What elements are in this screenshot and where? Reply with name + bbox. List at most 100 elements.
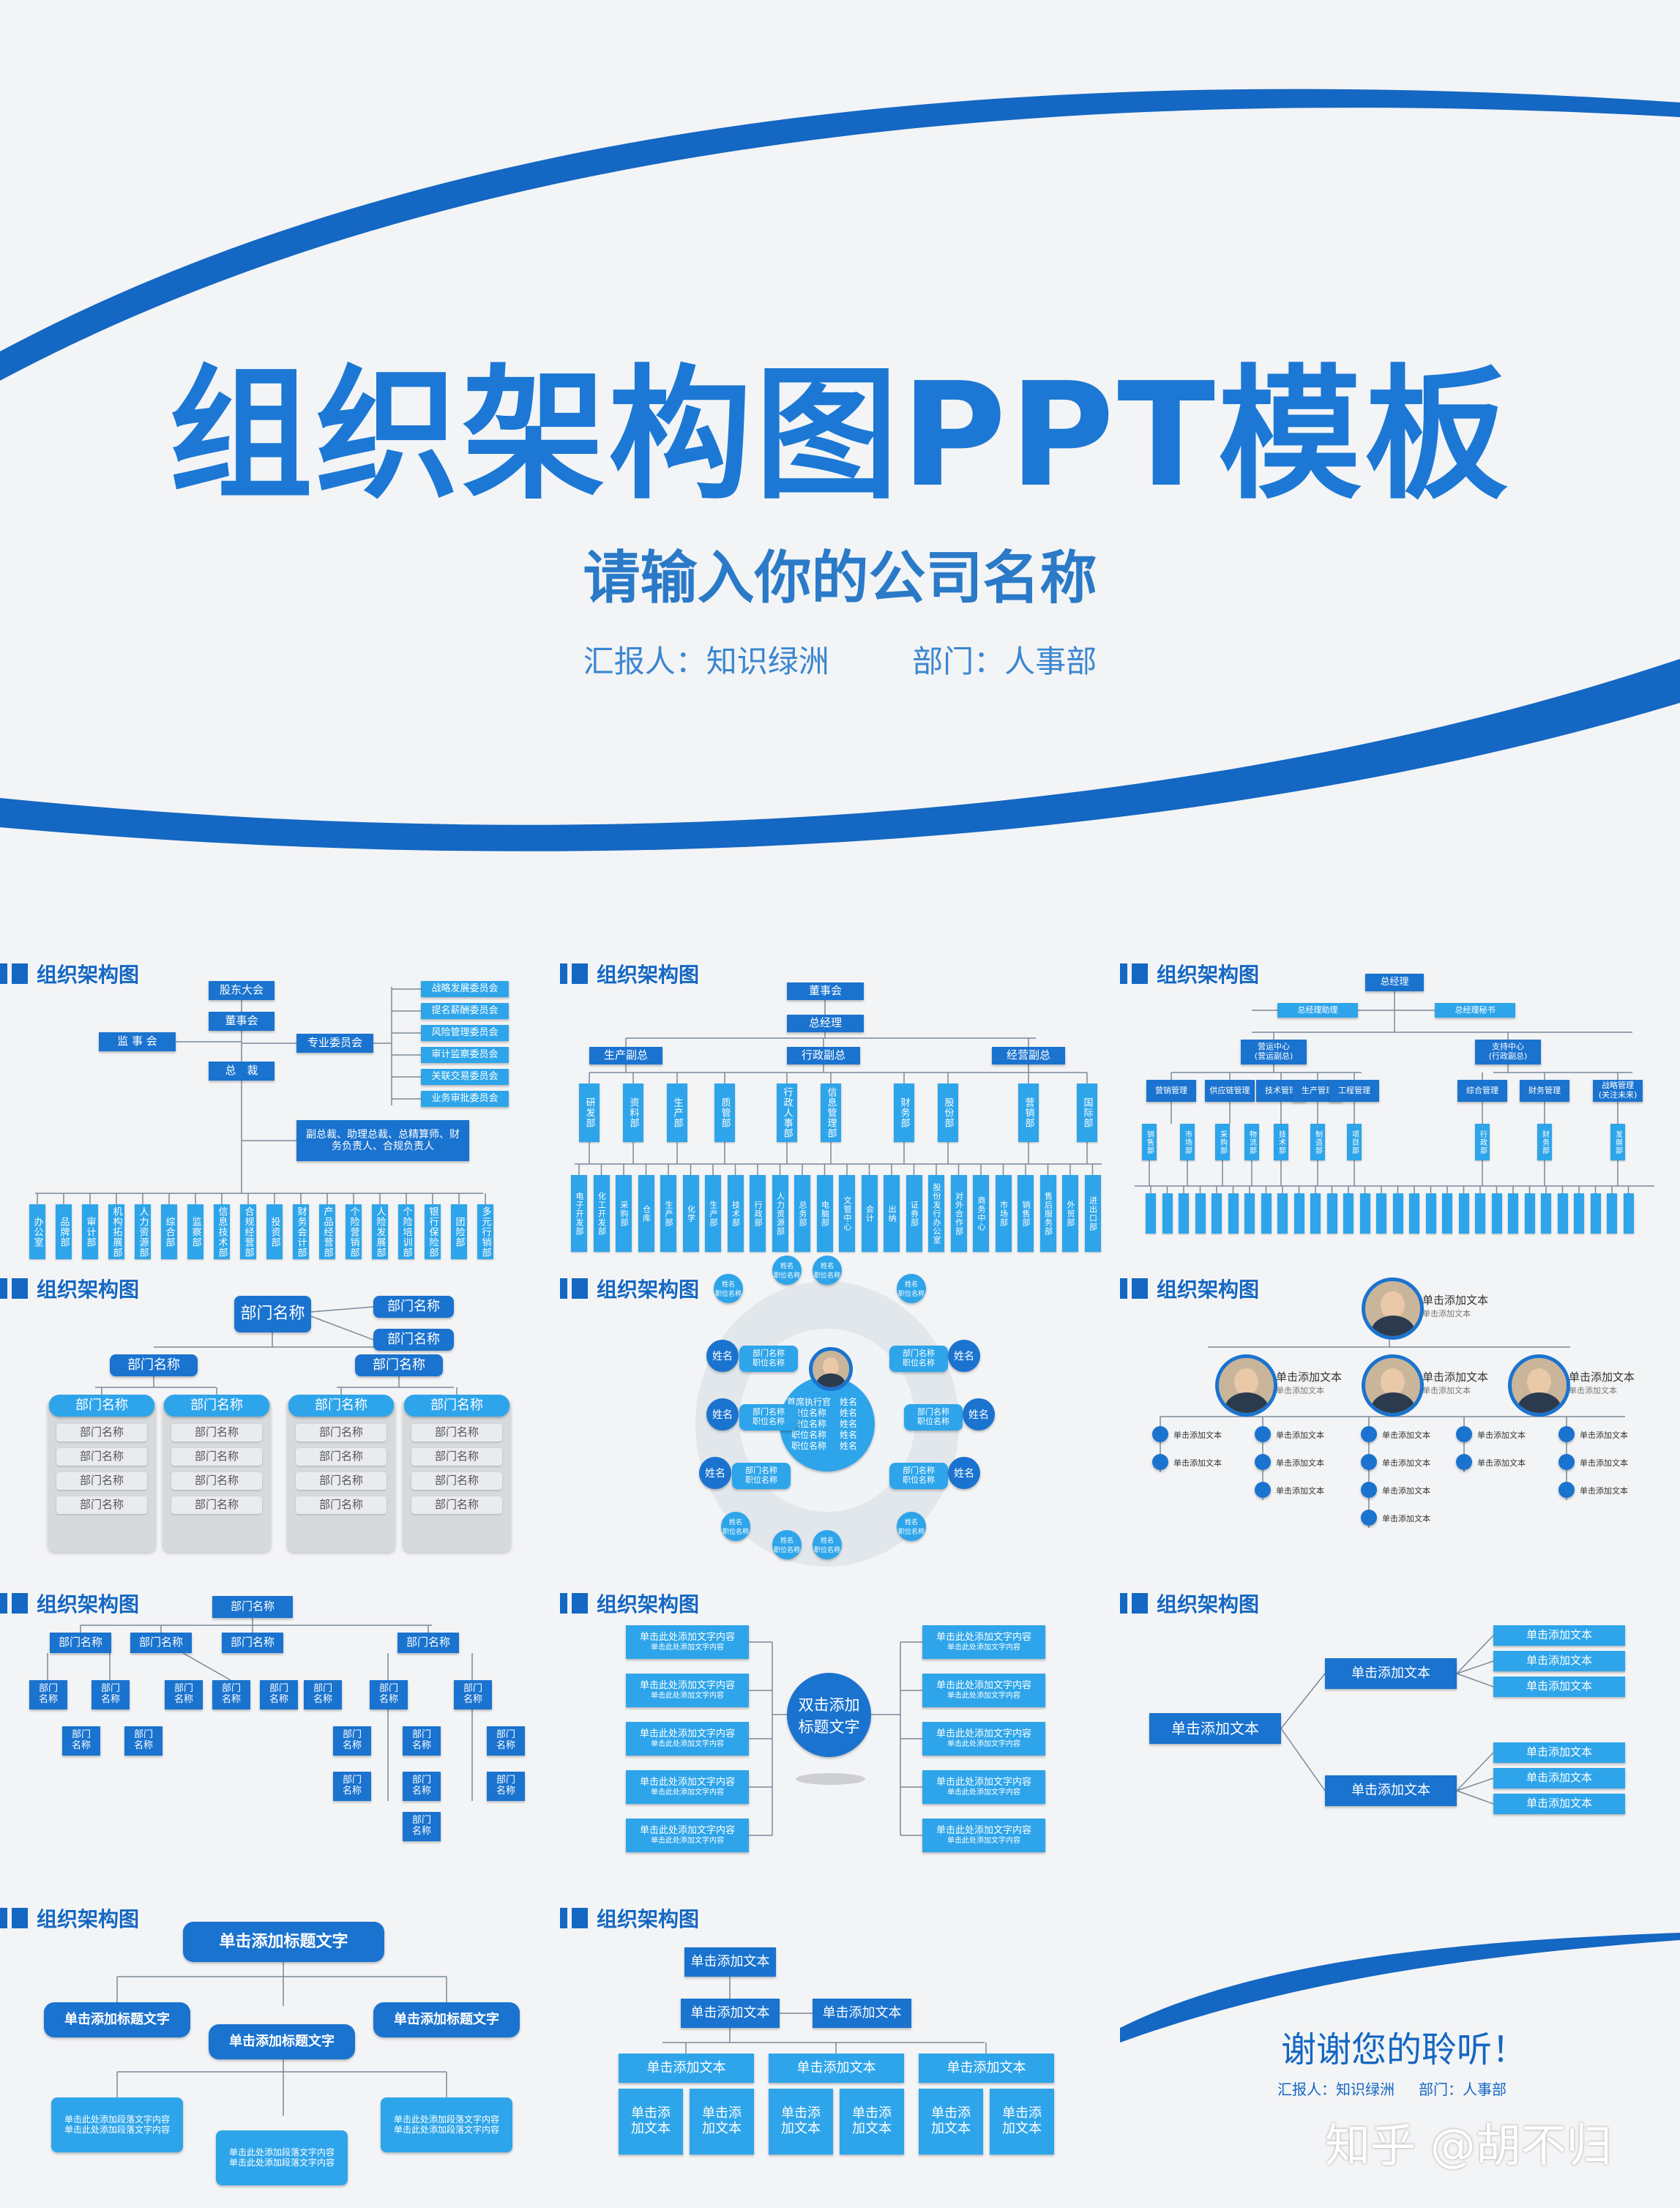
small-node: 姓名 职位名称 — [772, 1530, 802, 1559]
bullet-text: 单击添加文本 — [1382, 1458, 1430, 1468]
node-item: 部门名称 — [56, 1448, 147, 1466]
text-item-right: 单击此处添加文字内容单击此处添加文字内容 — [922, 1770, 1045, 1804]
center-node: 双击添加 标题文字 — [787, 1673, 871, 1757]
node-sub-dept: 销售部 — [1142, 1124, 1157, 1160]
tile-header-text: 组织架构图 — [597, 1592, 700, 1616]
header-mark — [1132, 963, 1148, 984]
node-item: 部门名称 — [171, 1424, 262, 1441]
tile-header: 组织架构图 — [0, 961, 139, 987]
node-sub-dept: 项目部 — [1347, 1124, 1362, 1160]
node-top: 单击添加文本 — [684, 1947, 776, 1977]
name-node: 姓名 — [948, 1457, 980, 1489]
node-committee: 专业委员会 — [296, 1034, 373, 1053]
person-sub: 单击添加文本 — [1276, 1385, 1324, 1395]
node-row: 部门名称 — [50, 1633, 111, 1653]
bullet-text: 单击添加文本 — [1477, 1431, 1526, 1440]
node-sub-dept: 技术部 — [727, 1175, 744, 1252]
node-sub-dept: 市场部 — [1180, 1124, 1195, 1160]
ending-reporter: 汇报人：知识绿洲 — [1277, 2081, 1395, 2098]
node-leaf — [1425, 1193, 1436, 1234]
bullet-text: 单击添加文本 — [1580, 1431, 1628, 1440]
node-president: 总 裁 — [209, 1062, 275, 1081]
item-title: 单击此处添加文字内容 — [936, 1631, 1031, 1643]
node-dept: 股份部 — [938, 1084, 958, 1142]
node-top: 单击添加标题文字 — [183, 1922, 384, 1962]
node-group-title: 部门名称 — [49, 1395, 154, 1417]
person-sub: 单击添加文本 — [1422, 1308, 1471, 1319]
item-title: 单击此处添加文字内容 — [639, 1824, 735, 1836]
connector-layer — [749, 1641, 922, 1836]
header-mark — [0, 1278, 7, 1299]
tile-header-text: 组织架构图 — [37, 1907, 140, 1931]
node-sub-dept: 证券部 — [906, 1175, 922, 1252]
node-leaf — [1475, 1193, 1485, 1234]
item-sub: 单击此处添加文字内容 — [947, 1643, 1020, 1652]
node-leaf — [1261, 1193, 1272, 1234]
header-mark — [1120, 963, 1127, 984]
item-title: 单击此处添加文字内容 — [936, 1824, 1031, 1836]
item-sub: 单击此处添加文字内容 — [947, 1836, 1020, 1845]
node-sub-dept: 发展部 — [1610, 1124, 1625, 1160]
tile-header: 组织架构图 — [560, 1590, 699, 1616]
node-leaf: 单击添加文本 — [1493, 1742, 1625, 1763]
node-sub-dept: 采购部 — [1215, 1124, 1230, 1160]
avatar-body — [1370, 1392, 1415, 1413]
node-leaf: 单击添 加文本 — [990, 2089, 1054, 2155]
node-item: 部门名称 — [171, 1448, 262, 1466]
role-box: 部门名称 职位名称 — [889, 1346, 948, 1372]
item-sub: 单击此处添加文字内容 — [947, 1788, 1020, 1797]
node-vp: 生产副总 — [589, 1047, 662, 1064]
node-leaf — [1491, 1193, 1502, 1234]
center-shadow — [796, 1773, 865, 1785]
node-vp: 经营副总 — [992, 1047, 1065, 1064]
node-leaf — [1146, 1193, 1156, 1234]
person-label: 单击添加文本单击添加文本 — [1569, 1369, 1635, 1396]
node-dept: 人险发展部 — [372, 1204, 388, 1259]
item-sub: 单击此处添加文字内容 — [947, 1739, 1020, 1748]
node-leaf: 部门 名称 — [212, 1680, 250, 1709]
avatar-face — [1234, 1368, 1258, 1395]
node-leaf — [1343, 1193, 1354, 1234]
item-sub: 单击此处添加文字内容 — [651, 1739, 724, 1748]
node-supervisors: 监 事 会 — [99, 1032, 176, 1051]
bullet-dot — [1361, 1482, 1377, 1498]
slide-org-chart-10: 组织架构图单击添加标题文字单击添加标题文字单击添加标题文字单击添加标题文字单击此… — [0, 1896, 545, 2204]
node-board: 董事会 — [787, 982, 864, 1000]
tile-header-text: 组织架构图 — [597, 963, 700, 987]
ending-thanks: 谢谢您的聆听！ — [1281, 2029, 1528, 2070]
header-mark — [560, 1278, 567, 1299]
node-leaf — [1179, 1193, 1189, 1234]
text-item-right: 单击此处添加文字内容单击此处添加文字内容 — [922, 1674, 1045, 1707]
node-leaf — [1376, 1193, 1386, 1234]
cover-department: 部门：人事部 — [912, 644, 1097, 679]
node-leaf — [1590, 1193, 1601, 1234]
text-item-left: 单击此处添加文字内容单击此处添加文字内容 — [626, 1770, 749, 1804]
node-mid: 部门名称 — [110, 1354, 198, 1376]
node-leaf — [1607, 1193, 1617, 1234]
node-top: 部门名称 — [212, 1596, 293, 1618]
node-sub-dept: 对外合作部 — [950, 1175, 967, 1252]
node-sub-dept: 售后服务部 — [1039, 1175, 1056, 1252]
text-item-right: 单击此处添加文字内容单击此处添加文字内容 — [922, 1625, 1045, 1659]
node-sub-dept: 市场部 — [995, 1175, 1012, 1252]
node-dept: 供应链管理 — [1205, 1080, 1255, 1102]
node-leaf — [1212, 1193, 1222, 1234]
node-leaf — [1228, 1193, 1239, 1234]
connector-layer — [116, 1962, 447, 2116]
bullet-text: 单击添加文本 — [1580, 1458, 1628, 1468]
node-gm: 总经理 — [787, 1015, 864, 1032]
header-mark — [12, 1593, 28, 1614]
text-item-right: 单击此处添加文字内容单击此处添加文字内容 — [922, 1819, 1045, 1852]
node-sub-dept: 总务部 — [794, 1175, 810, 1252]
small-node: 姓名 职位名称 — [897, 1512, 926, 1541]
node-leaf: 单击添 加文本 — [619, 2089, 683, 2155]
node-leaf: 单击添加文本 — [1493, 1794, 1625, 1814]
slide-org-chart-1: 组织架构图股东大会董事会总 裁监 事 会专业委员会战略发展委员会提名薪酬委员会风… — [0, 952, 545, 1259]
header-mark — [12, 963, 28, 984]
node-sub-dept: 物流部 — [1244, 1124, 1259, 1160]
avatar-body — [1517, 1392, 1561, 1413]
connector-line — [1456, 1752, 1494, 1791]
item-title: 单击此处添加文字内容 — [936, 1776, 1031, 1788]
node-leaf: 部门 名称 — [333, 1726, 371, 1756]
node-dept: 机构拓展部 — [108, 1204, 124, 1259]
